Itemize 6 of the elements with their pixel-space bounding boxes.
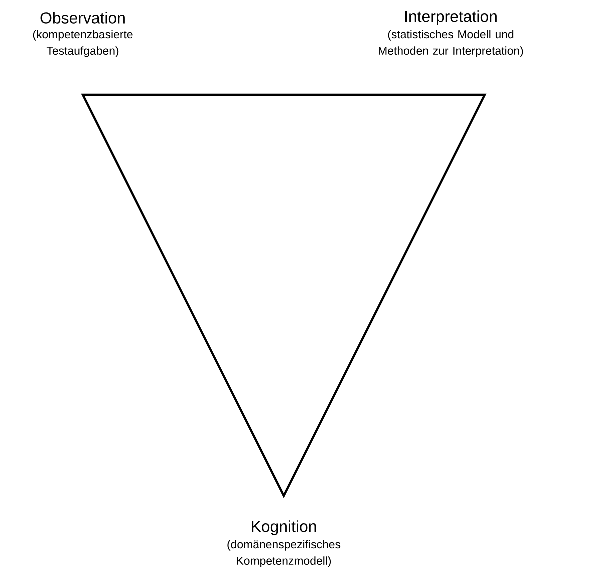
corner-heading: Interpretation [406, 10, 497, 26]
corner-description: (kompetenzbasierte Testaufgaben) [33, 30, 133, 58]
corner-description: (domänenspezifisches Kompetenzmodell) [228, 540, 341, 568]
corner-heading: Kognition [252, 520, 316, 536]
corner-description: (statistisches Modell und Methoden zur Interpretation) [379, 30, 524, 58]
corner-heading: Observation [40, 12, 125, 24]
